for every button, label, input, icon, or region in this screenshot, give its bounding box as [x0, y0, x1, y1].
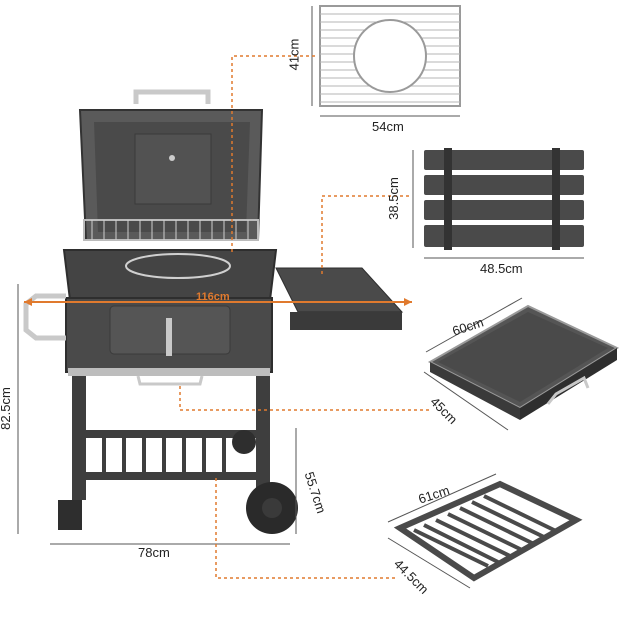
grill-height-label: 82.5cm [0, 387, 13, 430]
ash-tray-diagram [423, 297, 620, 431]
side-shelf-diagram [412, 148, 584, 259]
shelf-width-label: 48.5cm [480, 261, 523, 276]
grate-height-label: 41cm [286, 38, 302, 71]
grate-diagram [311, 5, 461, 117]
grill-overall-width-label: 116cm [196, 291, 230, 303]
grill-diagram [17, 89, 412, 545]
grill-base-width-label: 78cm [138, 545, 170, 560]
grate-width-label: 54cm [372, 119, 404, 134]
shelf-height-label: 38.5cm [385, 177, 401, 220]
leader-lines [179, 55, 430, 579]
lower-shelf-diagram [387, 473, 583, 589]
